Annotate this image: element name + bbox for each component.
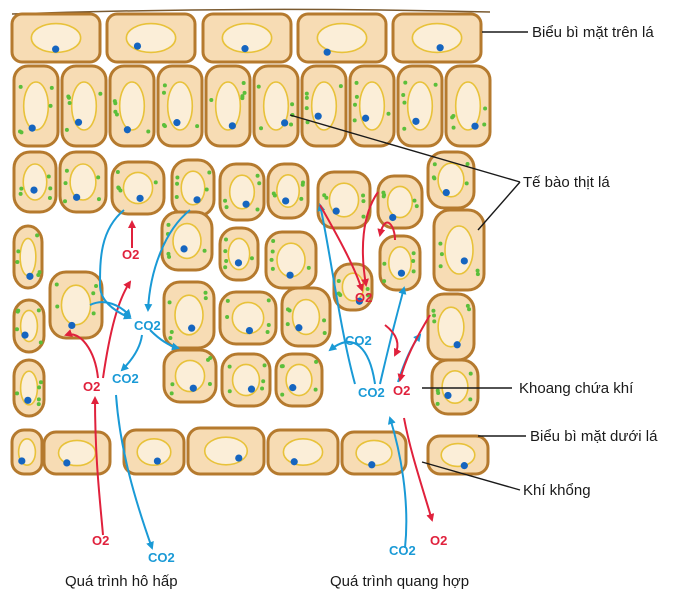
mesophyll-cell — [14, 360, 44, 416]
palisade-cell — [446, 66, 490, 146]
mesophyll-cell — [378, 176, 422, 228]
mesophyll-cell — [380, 236, 420, 290]
palisade-cell — [14, 66, 58, 146]
epidermis-cell — [298, 14, 386, 62]
palisade-cell — [158, 66, 202, 146]
mesophyll-cell — [266, 232, 316, 288]
mesophyll-cell — [14, 300, 44, 352]
epidermis-cell — [12, 14, 100, 62]
epidermis-cell — [428, 436, 488, 474]
o2-label: O2 — [122, 247, 139, 262]
o2-label: O2 — [430, 533, 447, 548]
caption-respiration: Quá trình hô hấp — [65, 573, 178, 590]
epidermis-cell — [268, 430, 338, 474]
mesophyll-cell — [428, 152, 474, 208]
palisade-cell — [110, 66, 154, 146]
co2-label: CO2 — [112, 371, 139, 386]
co2-label: CO2 — [134, 318, 161, 333]
o2-label: O2 — [92, 533, 109, 548]
mesophyll-cell — [276, 354, 322, 406]
mesophyll-cell — [220, 228, 258, 280]
epidermis-cell — [44, 432, 110, 474]
mesophyll-cell — [222, 354, 270, 406]
upper-epidermis-cells — [12, 14, 481, 62]
palisade-cell — [302, 66, 346, 146]
mesophyll-cell — [14, 152, 56, 212]
mesophyll-cell — [60, 152, 106, 212]
palisade-cell — [206, 66, 250, 146]
epidermis-cell — [203, 14, 291, 62]
co2-label: CO2 — [358, 385, 385, 400]
mesophyll-cell — [268, 164, 308, 218]
o2-label: O2 — [355, 290, 372, 305]
mesophyll-cell — [50, 272, 102, 338]
mesophyll-cell — [172, 160, 214, 216]
label-upper-epidermis: Biểu bì mặt trên lá — [532, 24, 654, 41]
epidermis-cell — [393, 14, 481, 62]
epidermis-cell — [188, 428, 264, 474]
palisade-cell — [62, 66, 106, 146]
mesophyll-cell — [432, 360, 478, 414]
mesophyll-cell — [164, 282, 214, 348]
o2-label: O2 — [393, 383, 410, 398]
caption-photosynthesis: Quá trình quang hợp — [330, 573, 469, 590]
mesophyll-cell — [162, 212, 212, 270]
mesophyll-cell — [282, 288, 330, 346]
label-air-space: Khoang chứa khí — [519, 380, 634, 397]
epidermis-cell — [107, 14, 195, 62]
o2-label: O2 — [83, 379, 100, 394]
mesophyll-cell — [318, 172, 370, 228]
label-stomata: Khí khổng — [523, 482, 591, 499]
label-lower-epidermis: Biểu bì mặt dưới lá — [530, 428, 658, 445]
co2-label: CO2 — [148, 550, 175, 565]
mesophyll-cell — [112, 162, 164, 214]
mesophyll-cell — [220, 292, 276, 344]
label-mesophyll: Tế bào thịt lá — [523, 174, 610, 191]
co2-label: CO2 — [389, 543, 416, 558]
mesophyll-cell — [428, 294, 474, 360]
palisade-cell — [398, 66, 442, 146]
co2-label: CO2 — [345, 333, 372, 348]
palisade-cell — [254, 66, 298, 146]
mesophyll-cell — [14, 226, 42, 288]
epidermis-cell — [124, 430, 184, 474]
epidermis-cell — [12, 430, 42, 474]
mesophyll-cell — [434, 210, 484, 290]
mesophyll-cell — [164, 350, 216, 402]
mesophyll-cell — [220, 164, 264, 220]
